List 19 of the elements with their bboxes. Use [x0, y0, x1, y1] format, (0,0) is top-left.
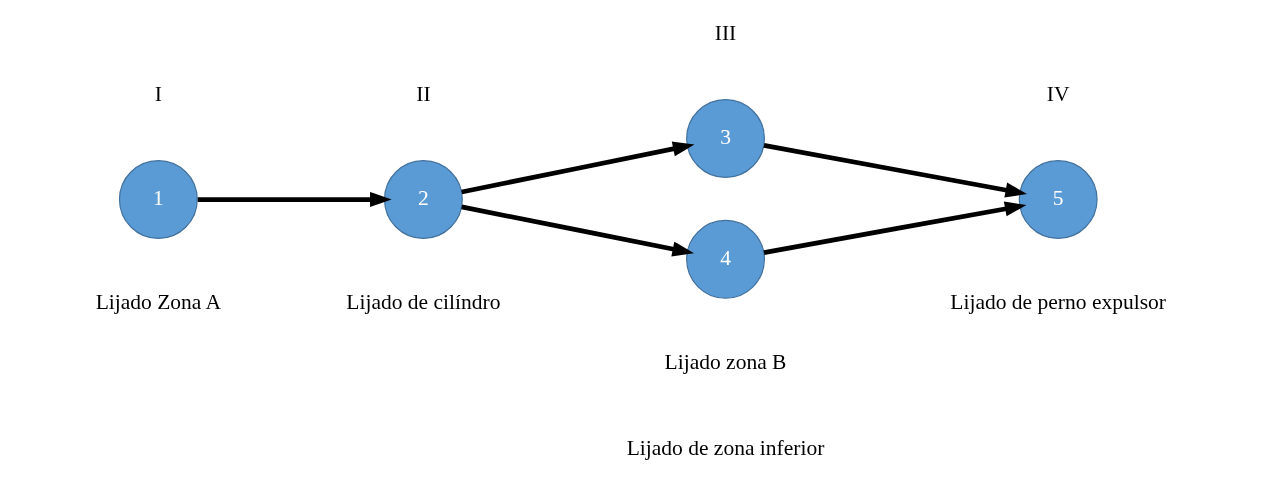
label: Lijado de zona inferior: [626, 435, 824, 460]
label: Lijado zona B: [664, 349, 786, 374]
node-circle: 5: [1018, 160, 1098, 239]
arrow: [460, 141, 694, 195]
node-circle: 4: [685, 219, 765, 299]
label: Lijado de perno expulsor: [949, 289, 1166, 314]
arrow: [763, 201, 1026, 255]
label: I: [154, 81, 162, 106]
node-circle: 2: [383, 160, 463, 239]
arrow: [197, 191, 392, 208]
label: III: [714, 20, 736, 45]
node-circle: 1: [118, 160, 198, 239]
arrow: [460, 204, 694, 257]
label: IV: [1046, 81, 1070, 106]
arrow: [763, 143, 1027, 198]
node-circle: 3: [685, 99, 765, 178]
label: Lijado Zona A: [95, 289, 221, 314]
label: Lijado de cilíndro: [345, 289, 500, 314]
label: II: [415, 81, 431, 106]
